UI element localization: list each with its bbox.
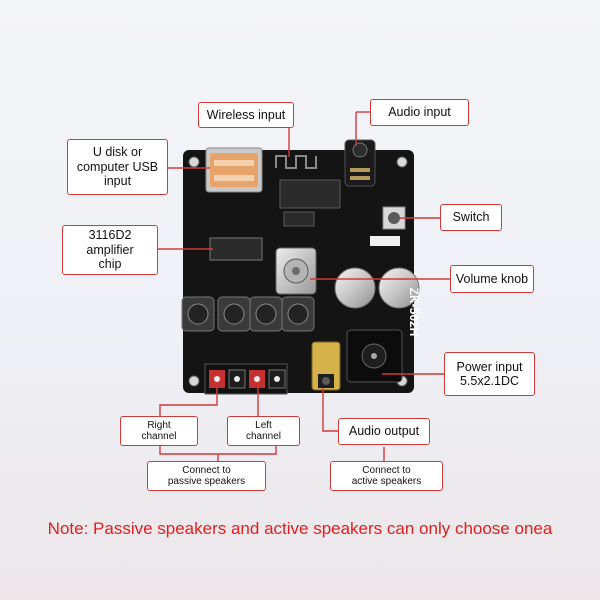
model-label: ZK-502H xyxy=(407,288,421,337)
antenna-trace xyxy=(275,155,317,169)
callout-text: input xyxy=(103,174,132,189)
callout-wireless-input: Wireless input xyxy=(198,102,294,128)
callout-active-speakers: Connect to active speakers xyxy=(330,461,443,491)
usb-port xyxy=(205,147,263,193)
callout-power-input: Power input 5.5x2.1DC xyxy=(444,352,535,396)
audio-output-jack xyxy=(311,341,341,391)
callout-text: Audio input xyxy=(388,105,451,120)
leader-line xyxy=(159,384,218,416)
callout-text: Switch xyxy=(452,210,490,225)
callout-audio-output: Audio output xyxy=(338,418,430,445)
callout-usb-input: U disk or computer USB input xyxy=(67,139,168,195)
audio-input-jack xyxy=(344,139,376,187)
callout-text: 3116D2 xyxy=(88,228,132,243)
callout-text: channel xyxy=(245,431,282,442)
mounting-hole xyxy=(188,375,200,387)
callout-text: channel xyxy=(141,431,177,442)
callout-text: Connect to xyxy=(362,464,411,476)
callout-text: Right xyxy=(147,419,171,431)
callout-volume-knob: Volume knob xyxy=(450,265,534,293)
callout-text: active speakers xyxy=(351,476,422,487)
callout-amplifier-chip: 3116D2 amplifier chip xyxy=(62,225,158,275)
smd-components xyxy=(370,236,400,246)
callout-text: Audio output xyxy=(348,424,420,439)
callout-text: passive speakers xyxy=(167,476,246,487)
dc-power-jack xyxy=(346,329,403,383)
capacitor xyxy=(378,267,420,309)
small-chip xyxy=(283,211,315,227)
callout-text: Volume knob xyxy=(455,271,529,286)
volume-knob-component xyxy=(275,247,317,295)
mounting-hole xyxy=(188,156,200,168)
callout-left-channel: Left channel xyxy=(227,416,300,446)
bluetooth-module xyxy=(279,179,341,209)
callout-text: amplifier xyxy=(86,242,134,257)
leader-line xyxy=(322,388,338,432)
callout-text: U disk or xyxy=(92,145,143,160)
leader-line xyxy=(159,446,277,455)
callout-text: 5.5x2.1DC xyxy=(459,374,520,388)
callout-switch: Switch xyxy=(440,204,502,231)
inductor-row xyxy=(181,296,315,332)
callout-text: Power input xyxy=(456,359,523,374)
callout-right-channel: Right channel xyxy=(120,416,198,446)
usage-note: Note: Passive speakers and active speake… xyxy=(47,519,553,538)
mounting-hole xyxy=(396,156,408,168)
callout-text: Left xyxy=(255,419,272,431)
callout-text: computer USB xyxy=(76,159,159,174)
callout-text: chip xyxy=(98,257,122,272)
callout-text: Connect to xyxy=(182,464,231,476)
callout-passive-speakers: Connect to passive speakers xyxy=(147,461,266,491)
capacitor xyxy=(334,267,376,309)
callout-text: Wireless input xyxy=(206,107,286,122)
callout-audio-input: Audio input xyxy=(370,99,469,126)
speaker-terminals xyxy=(204,363,288,395)
switch-component xyxy=(382,206,406,230)
